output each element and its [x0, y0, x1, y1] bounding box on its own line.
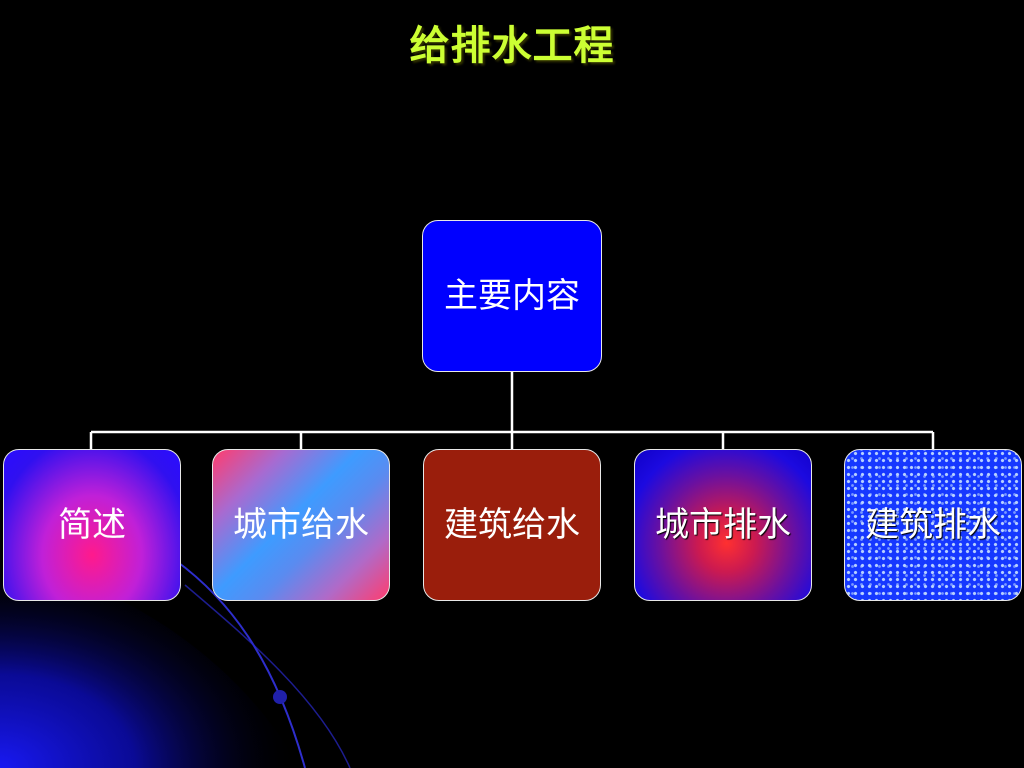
- decor-arc-2: [184, 584, 351, 768]
- node-urban-water-supply-label: 城市给水: [233, 505, 369, 545]
- node-main-content[interactable]: 主要内容: [422, 220, 602, 372]
- node-urban-drainage[interactable]: 城市排水: [634, 449, 812, 601]
- node-building-drainage[interactable]: 建筑排水: [844, 449, 1022, 601]
- slide-title: 给排水工程: [409, 23, 615, 69]
- node-building-water-supply-label: 建筑给水: [444, 505, 580, 545]
- node-building-water-supply[interactable]: 建筑给水: [423, 449, 601, 601]
- decor-dot: [273, 690, 287, 704]
- node-main-content-label: 主要内容: [444, 276, 580, 316]
- node-overview-label: 简述: [58, 505, 126, 545]
- node-overview[interactable]: 简述: [3, 449, 181, 601]
- corner-glow: [0, 560, 300, 768]
- node-urban-drainage-label: 城市排水: [655, 505, 791, 545]
- decor-arc-1: [174, 559, 306, 768]
- node-urban-water-supply[interactable]: 城市给水: [212, 449, 390, 601]
- node-building-drainage-label: 建筑排水: [865, 505, 1001, 545]
